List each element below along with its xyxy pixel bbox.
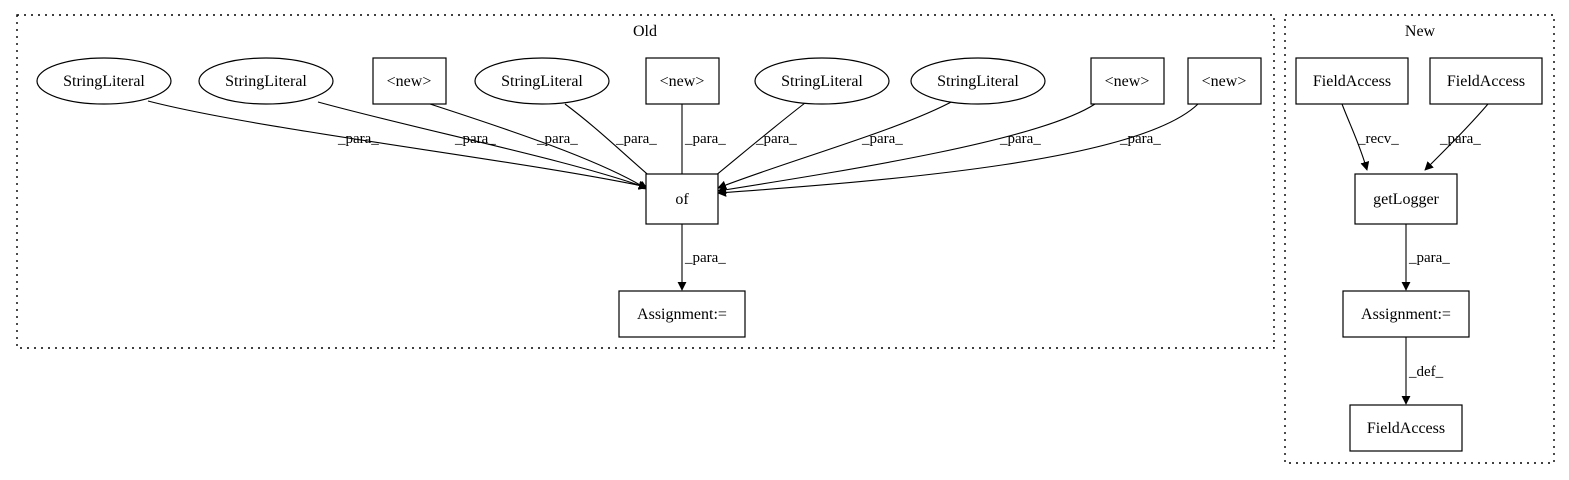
node-label: StringLiteral [501,73,583,90]
cluster-old: Old [16,14,1275,349]
node-old-string-literal-2: StringLiteral [198,57,334,105]
edge-fa1-to-getlogger: _recv_ [1341,103,1399,171]
edge-label: _para_ [1439,131,1481,147]
node-new-field-access-3: FieldAccess [1349,404,1463,452]
node-old-new-4: <new> [1187,57,1262,105]
node-label: Assignment:= [1361,306,1451,323]
edge-new3-to-of: _para_ [717,103,1096,195]
edge-sl2-to-of: _para_ [317,101,648,190]
node-old-of: of [645,173,719,225]
edge-sl5-to-of: _para_ [717,99,956,190]
node-label: <new> [1105,73,1150,90]
edge-label: _para_ [1119,131,1161,147]
node-label: FieldAccess [1447,73,1525,90]
edge-label: _para_ [337,131,379,147]
node-label: FieldAccess [1313,73,1391,90]
cluster-old-title: Old [633,23,657,40]
edge-label: _para_ [684,250,726,266]
edge-label: _para_ [536,131,578,147]
edge-label: _para_ [999,131,1041,147]
edge-of-to-assign: _para_ [677,224,726,291]
edge-label: _para_ [1408,250,1450,266]
edge-new4-to-of: _para_ [717,103,1199,197]
node-old-string-literal-1: StringLiteral [36,57,172,105]
node-label: StringLiteral [63,73,145,90]
node-old-new-1: <new> [372,57,447,105]
edge-label: _para_ [861,131,903,147]
node-label: getLogger [1373,191,1439,208]
node-label: StringLiteral [937,73,1019,90]
node-old-assignment: Assignment:= [618,290,746,338]
edge-sl1-to-of: _para_ [147,100,648,190]
node-old-new-3: <new> [1090,57,1165,105]
edge-label: _recv_ [1357,131,1399,147]
edge-label: _def_ [1408,364,1444,380]
edge-assign-to-fa3: _def_ [1401,337,1444,405]
node-label: StringLiteral [225,73,307,90]
edge-new1-to-of: _para_ [429,103,648,190]
node-label: Assignment:= [637,306,727,323]
cluster-new: New [1284,14,1555,464]
edge-fa2-to-getlogger: _para_ [1424,103,1489,171]
node-old-new-2: <new> [645,57,720,105]
node-label: <new> [660,73,705,90]
edge-new2-to-of: _para_ [677,104,726,185]
node-old-string-literal-3: StringLiteral [474,57,610,105]
node-new-assignment: Assignment:= [1342,290,1470,338]
node-label: <new> [1202,73,1247,90]
edge-label: _para_ [454,131,496,147]
edge-label: _para_ [615,131,657,147]
node-label: <new> [387,73,432,90]
node-old-string-literal-4: StringLiteral [754,57,890,105]
edge-getlogger-to-assign: _para_ [1401,224,1450,291]
edge-label: _para_ [684,131,726,147]
node-label: of [675,191,689,208]
node-old-string-literal-5: StringLiteral [910,57,1046,105]
cluster-new-title: New [1405,23,1436,40]
node-new-field-access-2: FieldAccess [1429,57,1543,105]
node-label: StringLiteral [781,73,863,90]
node-new-getlogger: getLogger [1354,173,1458,225]
node-new-field-access-1: FieldAccess [1295,57,1409,105]
edge-label: _para_ [755,131,797,147]
node-label: FieldAccess [1367,420,1445,437]
edge-sl3-to-of: _para_ [564,103,661,186]
